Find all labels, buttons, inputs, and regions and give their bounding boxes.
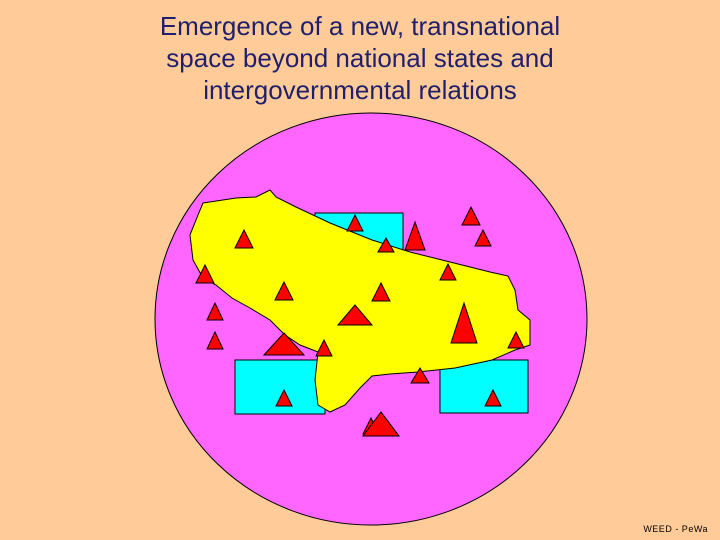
actor-triangle — [346, 213, 364, 232]
actor-triangle — [450, 301, 478, 344]
actor-triangle — [377, 236, 395, 253]
actor-triangle — [371, 281, 391, 302]
actor-triangles — [195, 205, 525, 437]
actor-triangle — [362, 411, 400, 437]
title-line-1: Emergence of a new, transnational — [159, 11, 561, 41]
actor-triangle — [275, 388, 293, 407]
actor-triangle — [195, 263, 215, 284]
slide-title: Emergence of a new, transnational space … — [0, 10, 720, 106]
actor-triangle — [439, 262, 457, 281]
actor-triangle — [206, 330, 224, 350]
actor-triangle — [274, 280, 294, 301]
actor-triangle — [461, 205, 481, 226]
title-line-2: space beyond national states and — [166, 43, 554, 73]
actor-triangle — [336, 304, 374, 326]
actor-triangle — [234, 228, 254, 249]
actor-triangle — [484, 388, 502, 407]
title-line-3: intergovernmental relations — [203, 75, 517, 105]
actor-triangle — [507, 330, 525, 349]
actor-triangle — [315, 338, 333, 357]
actor-triangle — [474, 228, 492, 247]
actor-triangle — [404, 220, 426, 251]
actor-triangle — [262, 332, 306, 356]
actor-triangle — [206, 301, 224, 321]
credit-label: WEED - PeWa — [643, 524, 708, 534]
actor-triangle — [410, 367, 430, 384]
